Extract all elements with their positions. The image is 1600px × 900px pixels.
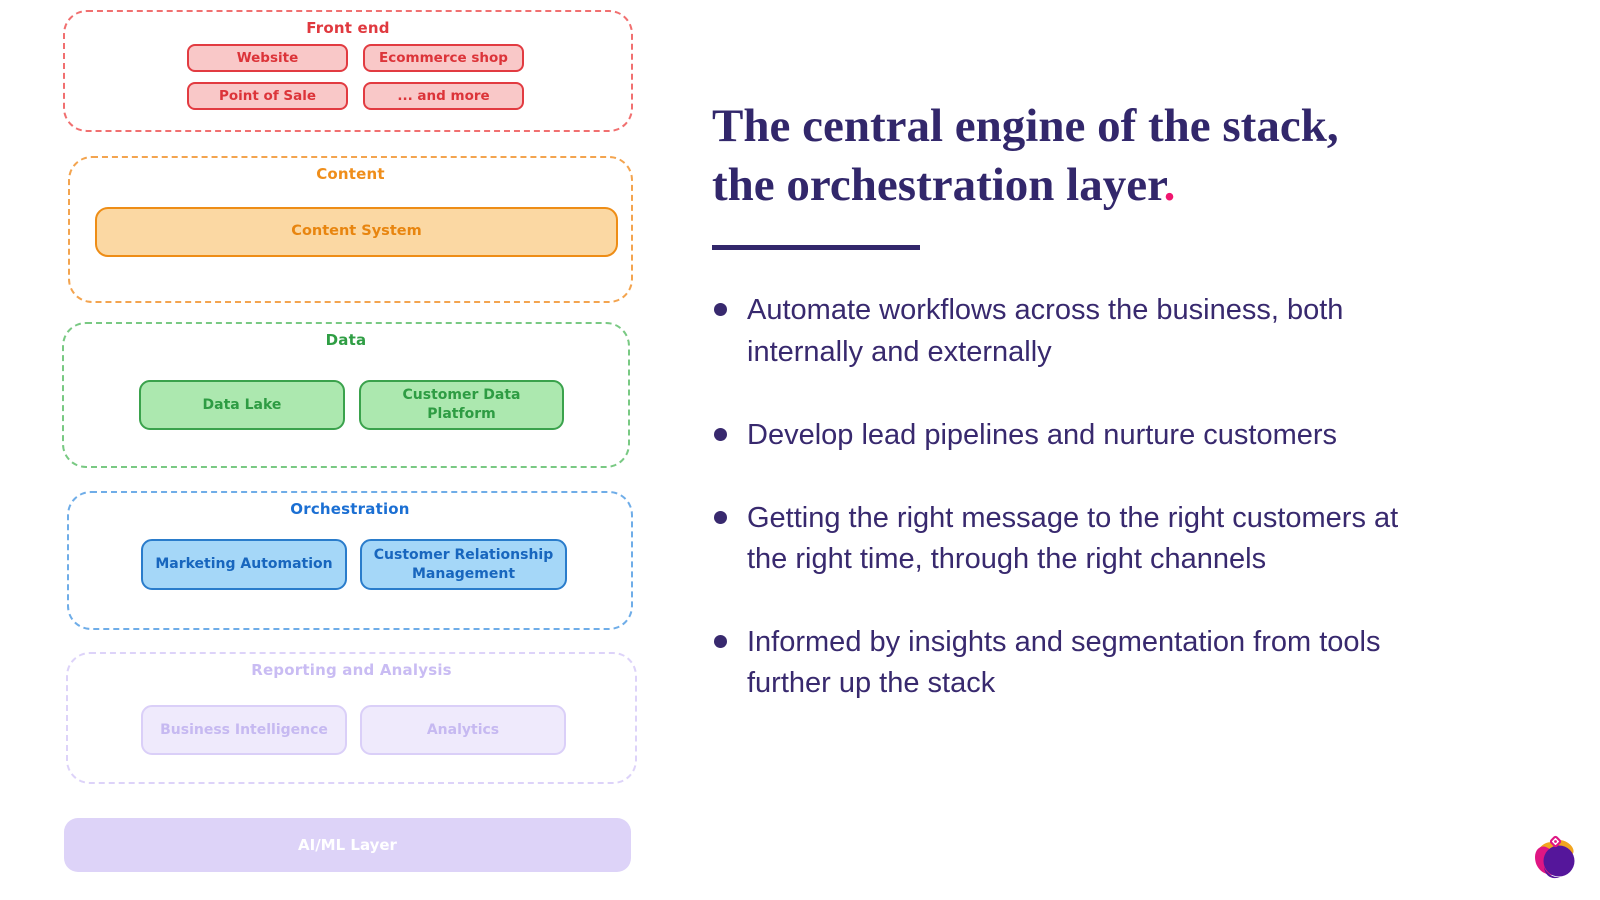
page-title: The central engine of the stack, the orc… (712, 97, 1472, 215)
node-label: ... and more (397, 87, 490, 104)
content-column: The central engine of the stack, the orc… (712, 97, 1472, 747)
node-label: Website (236, 49, 299, 66)
node-point-of-sale: Point of Sale (187, 82, 348, 110)
node-label: Customer Relationship Management (373, 546, 554, 582)
node-customer-data-platform: Customer Data Platform (359, 380, 564, 430)
node-content-system: Content System (95, 207, 618, 257)
page-title-line2: the orchestration layer (712, 159, 1164, 212)
title-accent-period: . (1163, 159, 1176, 212)
layer-orchestration: Orchestration Marketing Automation Custo… (67, 491, 633, 630)
bullet-dot-icon (714, 635, 727, 649)
node-label: AI/ML Layer (298, 836, 397, 854)
title-underline (712, 245, 920, 251)
bullet-text: Develop lead pipelines and nurture custo… (747, 418, 1338, 451)
layer-data-title: Data (325, 331, 367, 349)
layer-front-end-title: Front end (306, 19, 390, 37)
bullet-text: Automate workflows across the business, … (747, 294, 1344, 368)
node-business-intelligence: Business Intelligence (141, 705, 347, 755)
bullet-dot-icon (714, 427, 727, 441)
bullet-dot-icon (714, 303, 727, 317)
node-analytics: Analytics (360, 705, 566, 755)
node-aiml-layer: AI/ML Layer (64, 818, 631, 872)
node-label: Customer Data Platform (402, 387, 521, 422)
layer-orchestration-title: Orchestration (290, 500, 410, 518)
lotus-logo (1535, 835, 1575, 879)
layer-reporting-and-analysis: Reporting and Analysis Business Intellig… (66, 652, 637, 784)
node-and-more: ... and more (363, 82, 524, 110)
page-title-line1: The central engine of the stack, (712, 100, 1339, 152)
bullet-item: Getting the right message to the right c… (712, 498, 1472, 580)
layer-content-title: Content (316, 165, 385, 183)
layer-reporting-title: Reporting and Analysis (251, 661, 452, 679)
node-label: Data Lake (202, 396, 282, 413)
node-customer-relationship-management: Customer Relationship Management (360, 539, 567, 590)
layer-data: Data Data Lake Customer Data Platform (62, 322, 630, 468)
node-label: Business Intelligence (160, 721, 328, 738)
bullet-list: Automate workflows across the business, … (712, 290, 1472, 704)
node-data-lake: Data Lake (139, 380, 345, 430)
node-label: Ecommerce shop (379, 49, 508, 66)
bullet-item: Automate workflows across the business, … (712, 290, 1472, 372)
bullet-dot-icon (714, 510, 727, 524)
node-ecommerce-shop: Ecommerce shop (363, 44, 524, 72)
bullet-item: Informed by insights and segmentation fr… (712, 622, 1472, 704)
bullet-text: Getting the right message to the right c… (747, 501, 1399, 576)
node-label: Marketing Automation (155, 556, 333, 573)
layer-front-end: Front end Website Ecommerce shop Point o… (63, 10, 633, 132)
node-label: Content System (291, 223, 422, 240)
node-label: Point of Sale (218, 87, 317, 104)
bullet-item: Develop lead pipelines and nurture custo… (712, 415, 1472, 456)
node-website: Website (187, 44, 348, 72)
node-marketing-automation: Marketing Automation (141, 539, 347, 590)
layer-content: Content Content System (68, 156, 633, 303)
node-label: Analytics (426, 721, 500, 738)
bullet-text: Informed by insights and segmentation fr… (747, 626, 1381, 700)
